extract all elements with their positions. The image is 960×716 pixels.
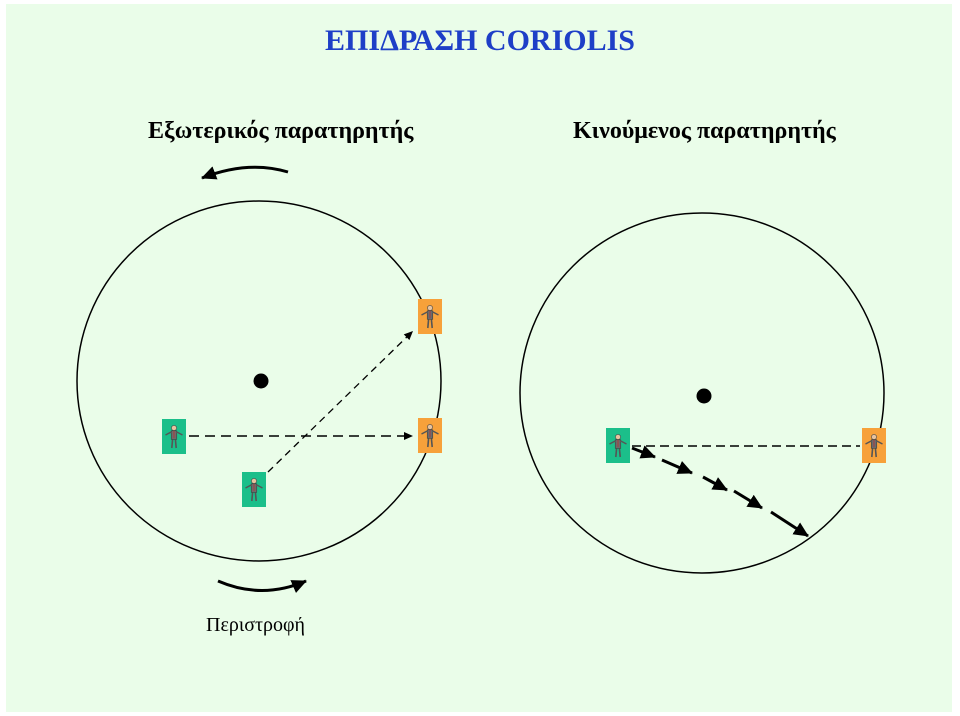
center-dot-icon — [696, 388, 712, 404]
thrower-figure-rotated — [242, 472, 266, 507]
thrower-figure-start — [162, 419, 186, 454]
moving-observer-label: Κινούμενος παρατηρητής — [573, 118, 836, 144]
deflected-path-arrows — [631, 445, 809, 538]
catcher-figure — [862, 428, 886, 463]
catcher-figure-start — [418, 418, 442, 453]
external-observer-label: Εξωτερικός παρατηρητής — [148, 118, 414, 144]
rotation-label: Περιστροφή — [206, 614, 306, 636]
diagonal-path-arrow — [267, 330, 414, 473]
center-dot-icon — [253, 373, 269, 389]
thrower-figure — [606, 428, 630, 463]
left-disk — [76, 200, 442, 562]
slide-background — [6, 4, 952, 712]
moving-observer-panel — [519, 212, 886, 574]
external-observer-panel — [76, 165, 442, 593]
right-disk — [519, 212, 885, 574]
rotation-arrow-icon — [217, 579, 307, 593]
rotation-arrow-icon — [201, 165, 289, 180]
slide-title: ΕΠΙΔΡΑΣΗ CORIOLIS — [325, 24, 635, 57]
catcher-figure-rotated — [418, 299, 442, 334]
